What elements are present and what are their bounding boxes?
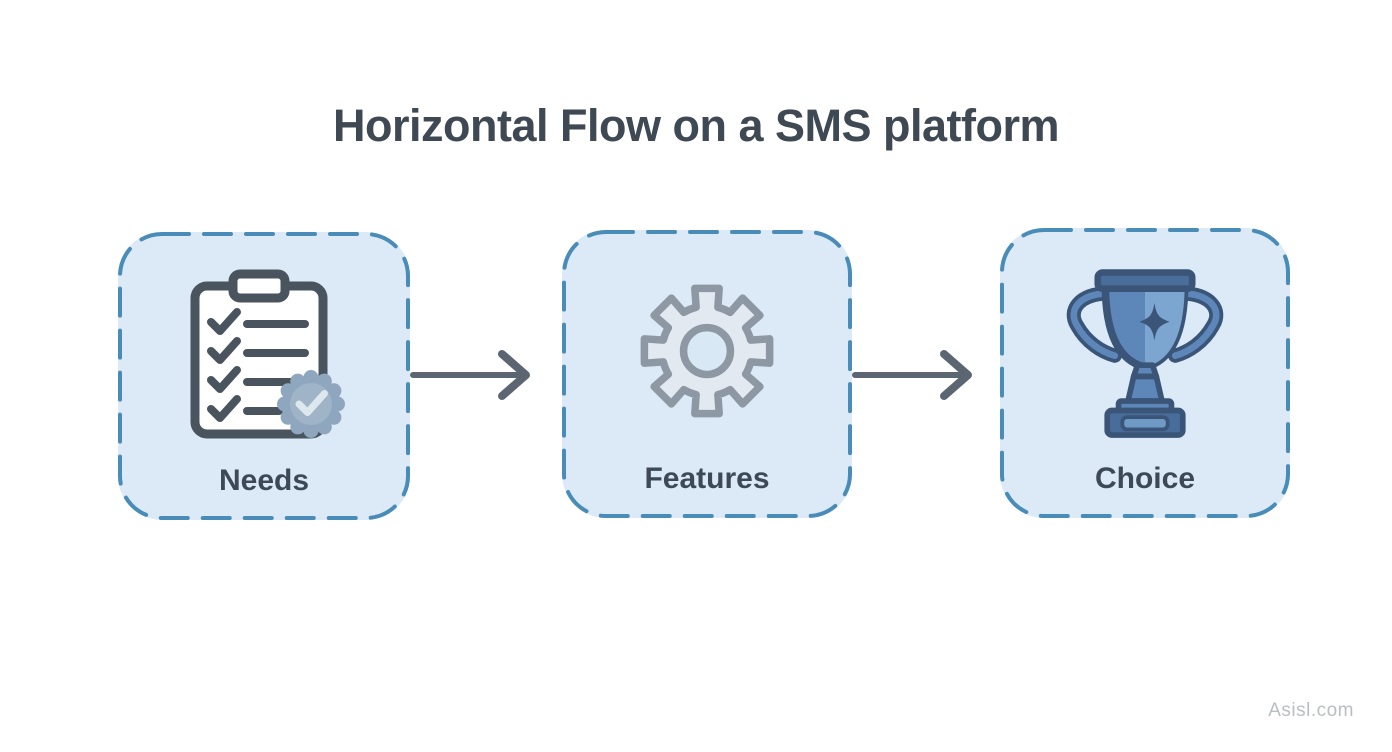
dashed-border bbox=[1000, 228, 1290, 518]
flow-step-choice: Choice bbox=[1000, 228, 1290, 518]
gear-icon bbox=[632, 276, 782, 431]
dashed-border bbox=[562, 230, 852, 518]
flow-step-needs: Needs bbox=[118, 232, 410, 520]
sparkle-icon bbox=[1139, 302, 1170, 341]
flow-arrow-icon bbox=[410, 350, 530, 400]
flow-step-features: Features bbox=[562, 230, 852, 518]
watermark: Asisl.com bbox=[1268, 700, 1354, 721]
step-label: Features bbox=[644, 462, 770, 495]
checklist-clipboard-icon bbox=[178, 264, 350, 449]
step-label: Needs bbox=[218, 464, 310, 497]
flow-arrow-icon bbox=[852, 350, 972, 400]
trophy-icon bbox=[1060, 260, 1230, 447]
dashed-border bbox=[118, 232, 410, 520]
step-label: Choice bbox=[1094, 462, 1196, 495]
diagram-title: Horizontal Flow on a SMS platform bbox=[333, 100, 1060, 151]
